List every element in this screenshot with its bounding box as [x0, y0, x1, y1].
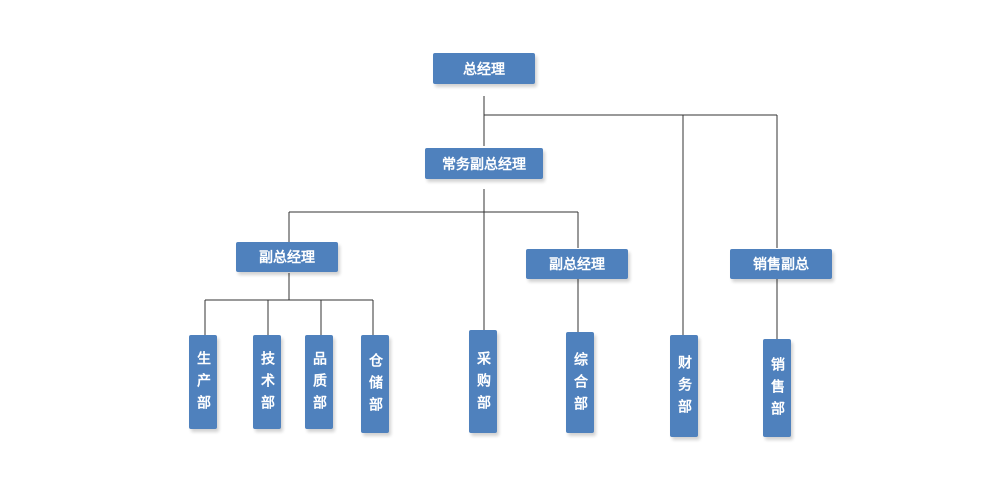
dept-purchasing-box[interactable]: 采购部 — [469, 330, 497, 433]
dept-production-box[interactable]: 生产部 — [189, 335, 217, 429]
vp-middle-box[interactable]: 副总经理 — [526, 249, 628, 279]
ceo-box[interactable]: 总经理 — [433, 53, 535, 84]
dept-warehouse-box[interactable]: 仓储部 — [361, 335, 389, 433]
executive-vp-box[interactable]: 常务副总经理 — [425, 148, 543, 179]
vp-left-box[interactable]: 副总经理 — [236, 242, 338, 272]
dept-sales-box[interactable]: 销售部 — [763, 339, 791, 437]
dept-general-affairs-box[interactable]: 综合部 — [566, 332, 594, 433]
dept-quality-box[interactable]: 品质部 — [305, 335, 333, 429]
dept-finance-box[interactable]: 财务部 — [670, 335, 698, 437]
dept-technology-box[interactable]: 技术部 — [253, 335, 281, 429]
sales-vp-box[interactable]: 销售副总 — [730, 249, 832, 279]
